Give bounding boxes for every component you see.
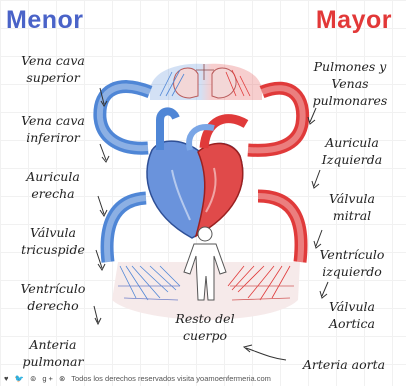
arrow-icon <box>93 87 110 326</box>
social-icons: ♥ 🐦 ⊚ g+ ⊗ <box>4 374 68 383</box>
title-mayor: Mayor <box>315 6 392 34</box>
footer: ♥ 🐦 ⊚ g+ ⊗Todos los derechos reservados … <box>4 374 271 383</box>
label-arteria-aorta: Arteria aorta <box>302 357 386 372</box>
body-capillaries <box>112 262 300 320</box>
arrow-icon <box>242 107 329 361</box>
body-silhouette-icon <box>183 226 227 301</box>
lungs-icon <box>150 63 262 100</box>
heart-icon <box>146 107 249 239</box>
footer-text: Todos los derechos reservados visita yoa… <box>71 374 271 383</box>
title-menor: Menor <box>6 6 84 34</box>
